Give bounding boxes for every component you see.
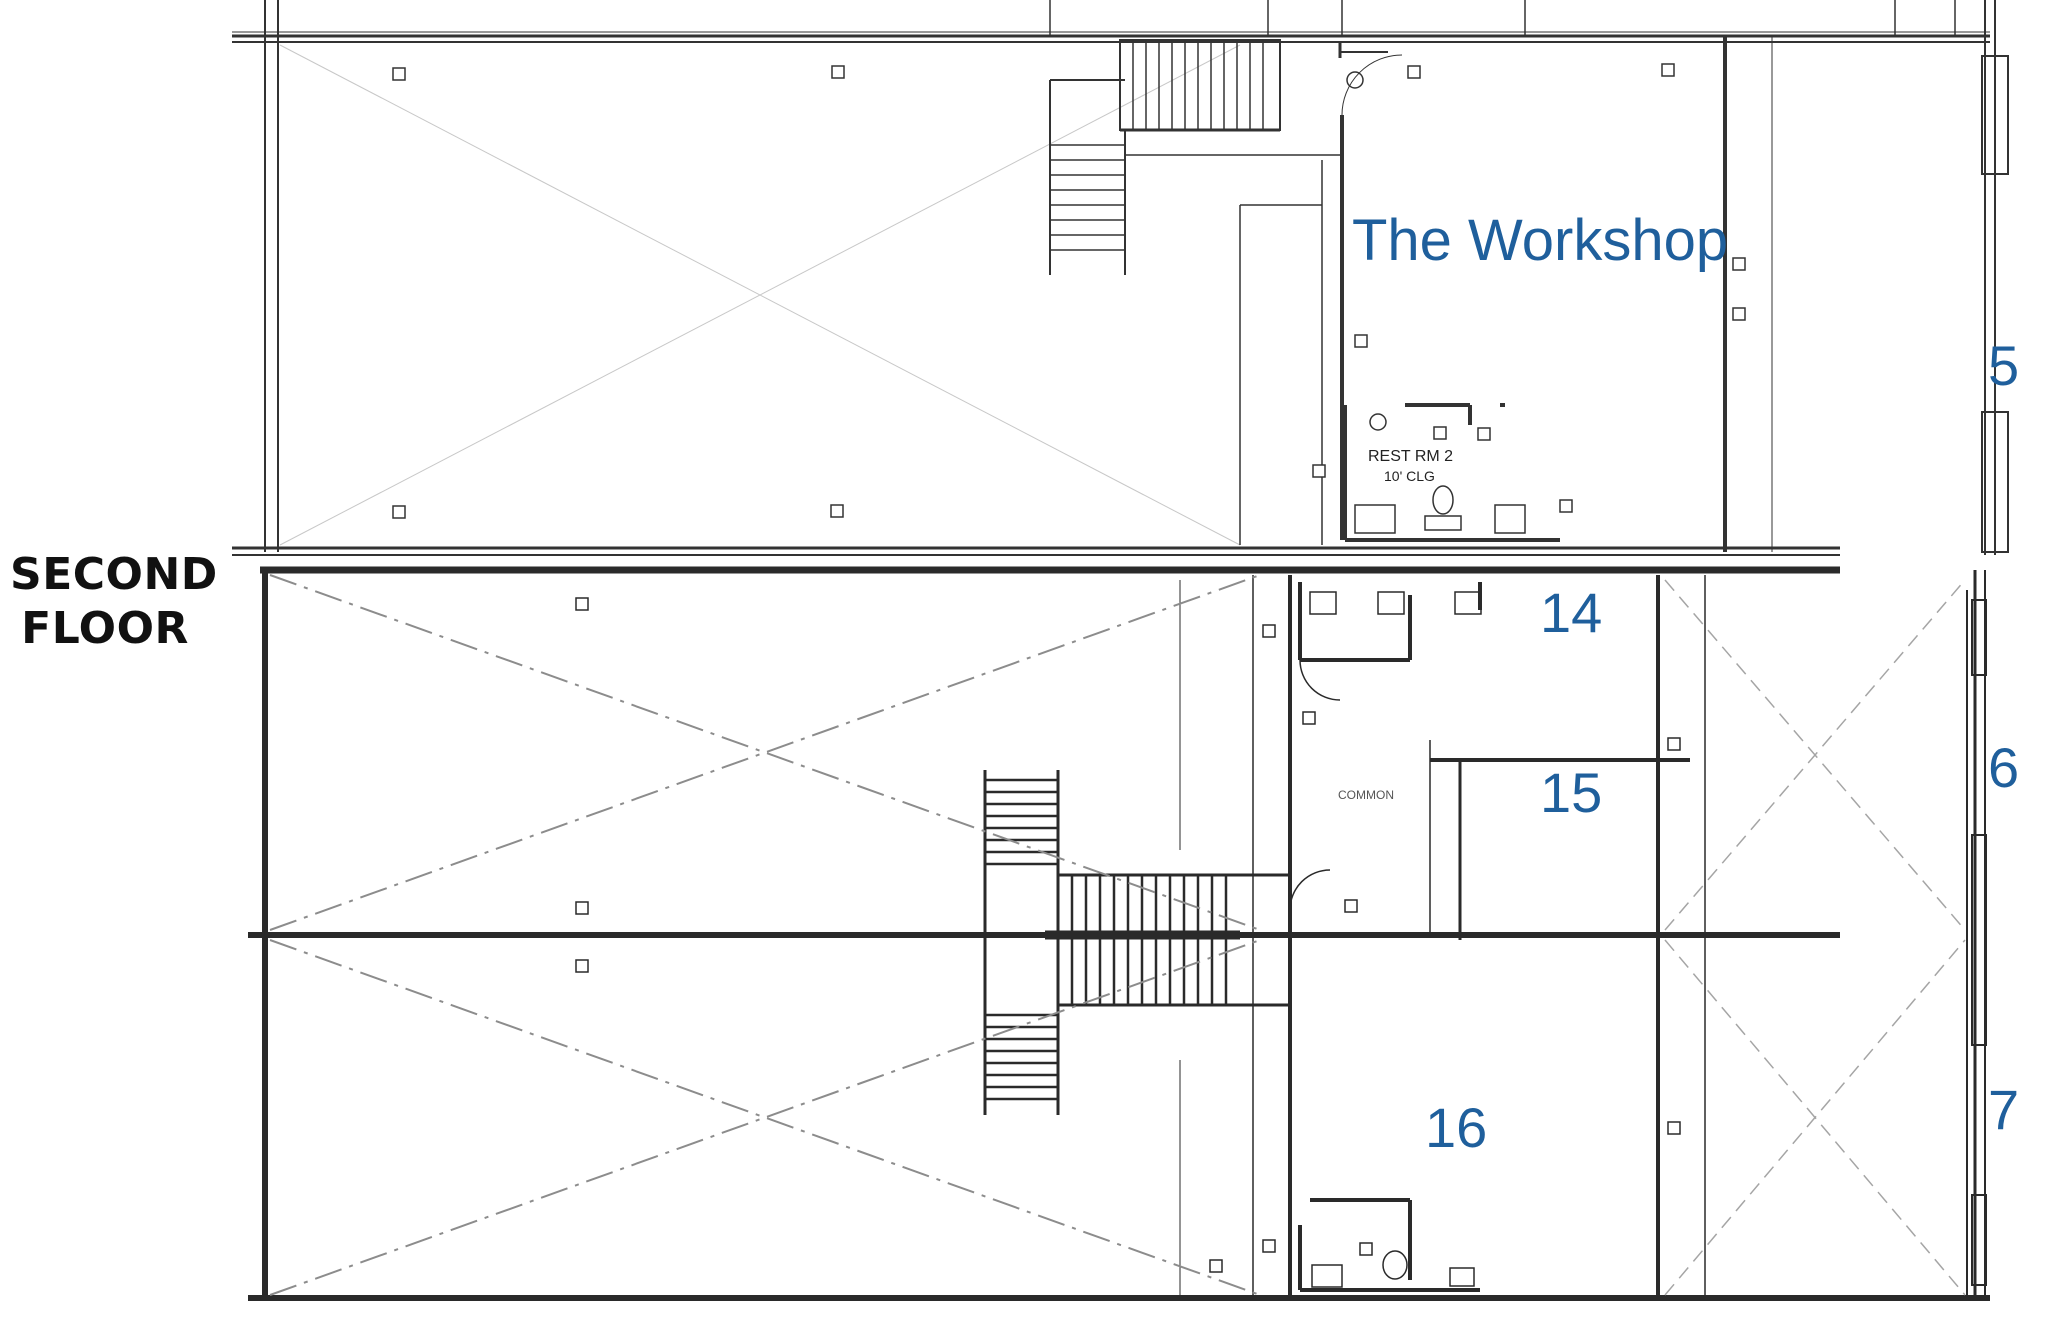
- lower-plan: [248, 566, 1990, 1301]
- room-label-clg: 10' CLG: [1384, 468, 1435, 484]
- floor-label-line2: FLOOR: [21, 603, 189, 654]
- unit-label-16: 16: [1425, 1096, 1488, 1159]
- unit-label-workshop: The Workshop: [1352, 208, 1729, 273]
- unit-label-15: 15: [1540, 761, 1603, 824]
- unit-label-14: 14: [1540, 581, 1603, 644]
- floor-label: SECOND FLOOR: [10, 548, 218, 656]
- unit-label-5: 5: [1988, 334, 2020, 397]
- upper-plan: [232, 0, 2009, 556]
- room-label-common: COMMON: [1338, 788, 1394, 802]
- unit-label-6: 6: [1988, 736, 2020, 799]
- floor-label-line1: SECOND: [10, 549, 218, 600]
- unit-label-7: 7: [1988, 1078, 2020, 1141]
- room-label-rest-rm: REST RM 2: [1368, 448, 1454, 465]
